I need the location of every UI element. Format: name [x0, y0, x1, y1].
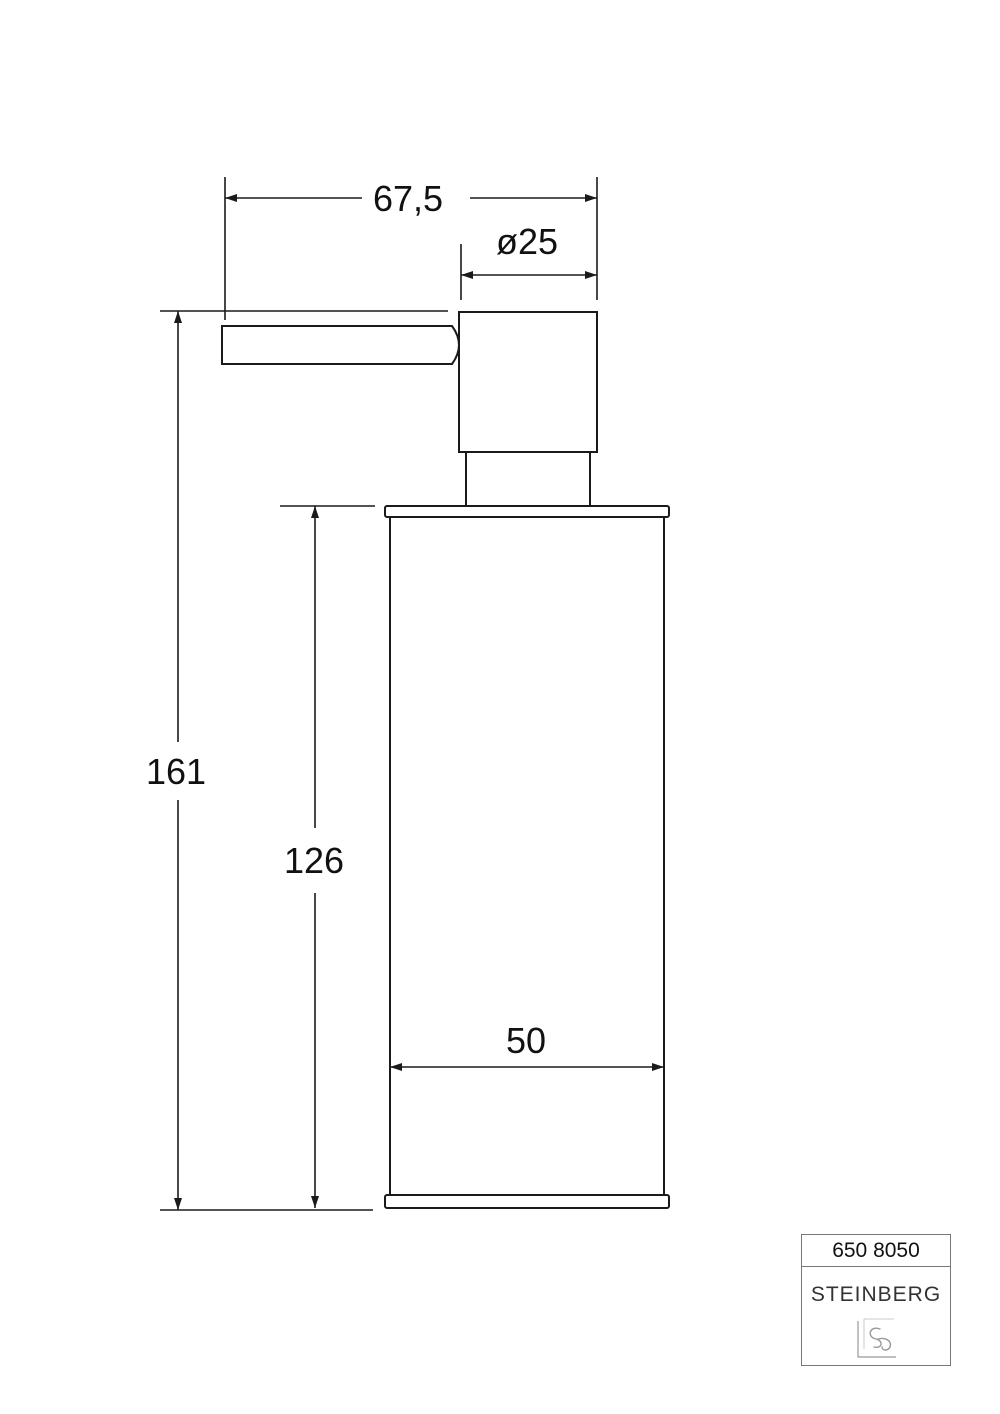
- pump-head: [458, 311, 598, 453]
- dim-label-body-height: 126: [284, 840, 344, 881]
- article-number: 650 8050: [802, 1235, 950, 1267]
- dim-label-body-width: 50: [506, 1020, 546, 1061]
- spout-arm: [221, 325, 460, 365]
- title-block: 650 8050 STEINBERG: [801, 1234, 951, 1366]
- dimension-lines: [160, 177, 664, 1211]
- brand-name: STEINBERG: [810, 1283, 942, 1306]
- dispenser-outline: [221, 311, 670, 1209]
- steinberg-logo-icon: [857, 1318, 896, 1358]
- pump-neck: [465, 452, 591, 505]
- dim-label-head-diameter: ø25: [496, 221, 558, 262]
- body-base: [384, 1194, 670, 1209]
- dim-label-overall-width: 67,5: [373, 178, 443, 219]
- dim-label-overall-height: 161: [146, 751, 206, 792]
- bottle-body: [389, 517, 665, 1195]
- body-top-rim: [384, 505, 670, 518]
